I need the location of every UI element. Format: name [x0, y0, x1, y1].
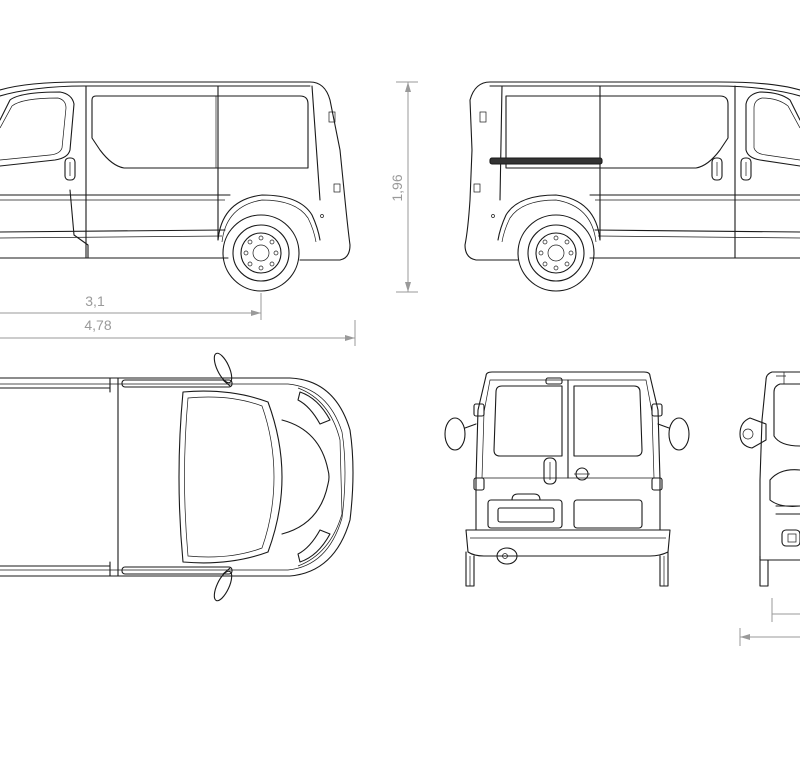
front-view: [739, 371, 800, 587]
length-dimension: [0, 320, 356, 346]
height-label: 1,96: [389, 174, 405, 201]
top-view: [0, 352, 354, 602]
height-dimension: [396, 81, 418, 293]
side-view-right: [464, 81, 800, 292]
rear-view: [444, 371, 690, 587]
side-view-left: [0, 81, 351, 292]
length-label: 4,78: [84, 317, 111, 333]
wheelbase-label: 3,1: [85, 293, 105, 309]
wheelbase-dimension: [0, 293, 262, 320]
width-dimension: [739, 598, 800, 646]
